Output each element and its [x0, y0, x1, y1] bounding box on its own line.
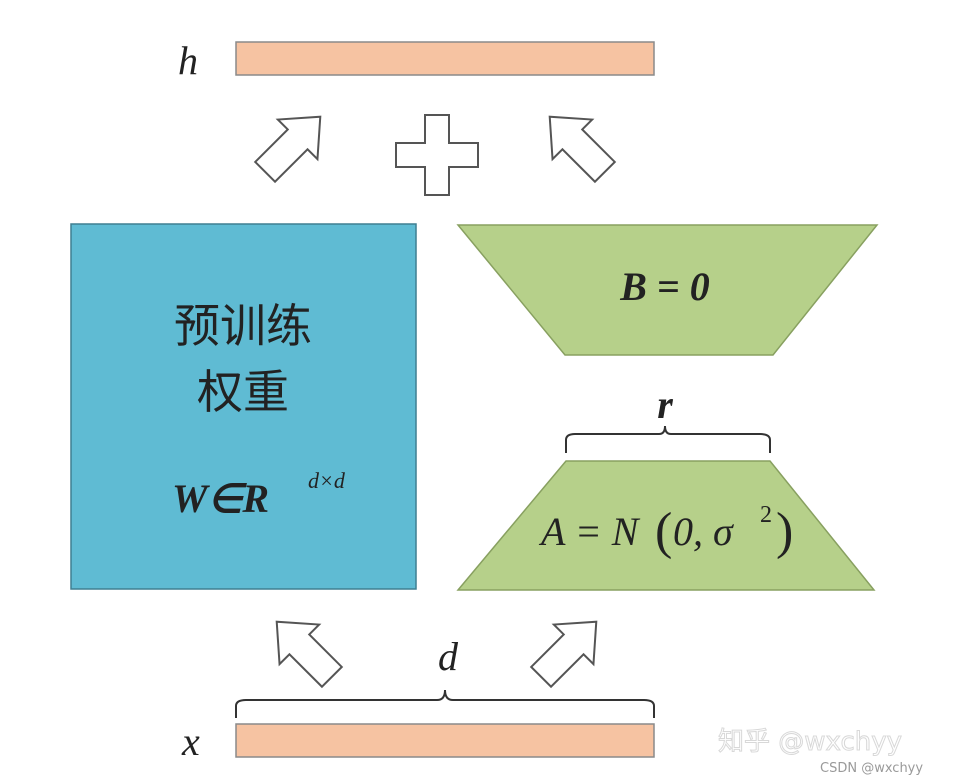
d-brace: [235, 689, 655, 718]
arrow-icon: [253, 115, 322, 184]
r-label: r: [657, 382, 673, 427]
arrow-icon: [275, 620, 344, 689]
plus-icon: [395, 114, 479, 196]
pretrained-label-line2: 权重: [197, 365, 289, 419]
a-formula-paren-close: ): [776, 503, 793, 560]
a-formula-prefix: A = N: [538, 509, 641, 554]
b-formula: B = 0: [619, 264, 709, 309]
a-formula-paren-open: (: [655, 503, 672, 560]
a-formula-superscript: 2: [760, 502, 772, 528]
watermark-main: 知乎 @wxchyy: [718, 727, 902, 757]
arrow-icon: [529, 620, 598, 689]
x-bar: [235, 723, 655, 758]
h-bar: [235, 41, 655, 76]
b-matrix-trapezoid: [456, 224, 879, 356]
d-label: d: [438, 634, 459, 679]
pretrained-weight-box: [70, 223, 417, 590]
x-label: x: [181, 719, 200, 764]
h-label: h: [178, 38, 198, 83]
pretrained-label-line1: 预训练: [174, 299, 312, 353]
arrow-icon: [548, 115, 617, 184]
w-formula: W∈R: [172, 476, 269, 521]
r-brace: [565, 425, 771, 453]
w-formula-superscript: d×d: [308, 468, 346, 493]
a-matrix-trapezoid: [456, 460, 876, 591]
watermark-sub: CSDN @wxchyy: [820, 761, 923, 776]
a-formula-args: 0, σ: [673, 509, 734, 554]
